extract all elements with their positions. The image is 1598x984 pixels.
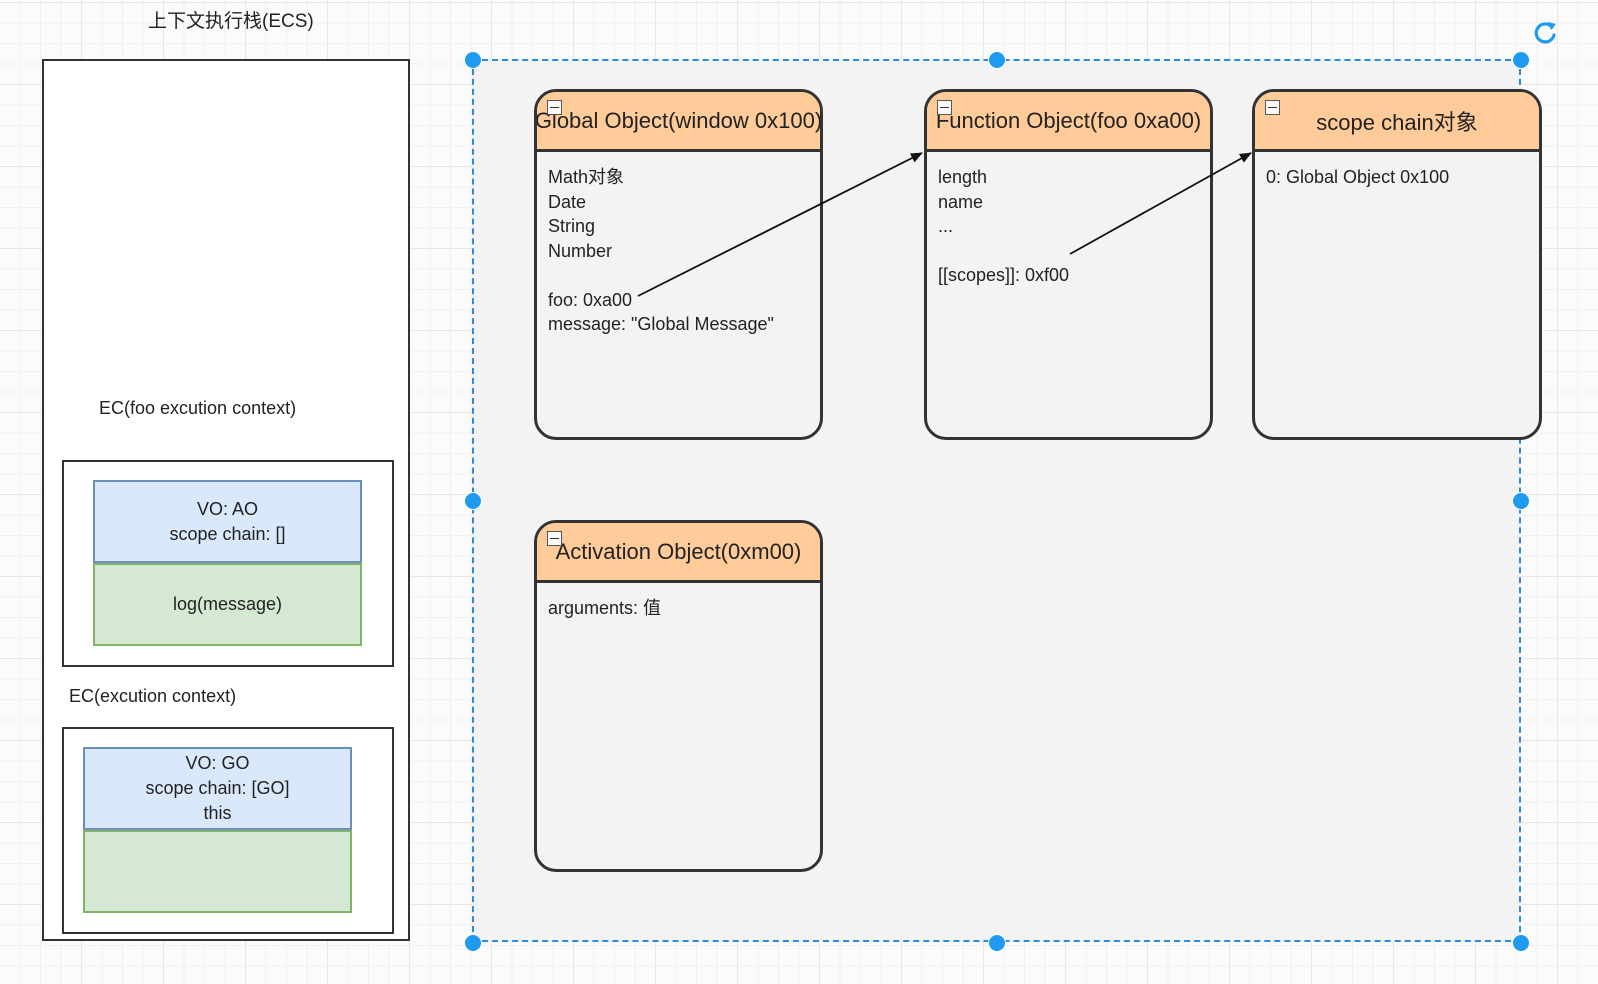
resize-handle-left[interactable]: [464, 492, 482, 510]
function-object-line: [[scopes]]: 0xf00: [938, 265, 1070, 285]
global-object-line: String: [548, 216, 596, 236]
function-object-line: ...: [938, 216, 954, 236]
activation-object-line: arguments: 值: [548, 598, 662, 618]
global-this-line: this: [203, 803, 232, 823]
scopes-reference-arrow[interactable]: [1069, 152, 1252, 255]
foo-vo-line: VO: AO: [196, 498, 259, 519]
resize-handle-top-left[interactable]: [464, 51, 482, 69]
minus-square-icon[interactable]: [547, 531, 562, 546]
global-object-line: Math对象: [548, 167, 625, 187]
resize-handle-top-right[interactable]: [1512, 51, 1530, 69]
scope-chain-object-title: scope chain对象: [1316, 109, 1478, 135]
activation-object-title: Activation Object(0xm00): [555, 538, 802, 564]
global-object-body: Math对象 Date String Number foo: 0xa00 mes…: [537, 152, 820, 337]
activation-object-body: arguments: 值: [537, 583, 820, 621]
function-object-node[interactable]: Function Object(foo 0xa00) length name .…: [924, 89, 1213, 440]
scope-chain-object-line: 0: Global Object 0x100: [1266, 167, 1450, 187]
resize-handle-bottom-left[interactable]: [464, 934, 482, 952]
foo-vo-block[interactable]: VO: AO scope chain: []: [93, 480, 362, 563]
global-code-block[interactable]: [83, 830, 352, 913]
ecs-title: 上下文执行栈(ECS): [148, 11, 314, 32]
global-vo-line: VO: GO: [185, 753, 250, 773]
function-object-title: Function Object(foo 0xa00): [935, 107, 1202, 133]
foo-code-text: log(message): [172, 594, 283, 614]
foo-ec-label: EC(foo excution context): [99, 398, 297, 418]
global-object-line: Number: [548, 240, 613, 261]
function-object-line: name: [938, 191, 984, 212]
activation-object-header[interactable]: Activation Object(0xm00): [537, 523, 820, 583]
function-object-line: length: [938, 167, 988, 187]
global-vo-block[interactable]: VO: GO scope chain: [GO] this: [83, 747, 352, 830]
refresh-icon[interactable]: [1530, 18, 1560, 48]
minus-square-icon[interactable]: [547, 100, 562, 115]
resize-handle-right[interactable]: [1512, 492, 1530, 510]
scope-chain-object-node[interactable]: scope chain对象 0: Global Object 0x100: [1252, 89, 1542, 440]
foo-code-block[interactable]: log(message): [93, 563, 362, 646]
global-object-header[interactable]: Global Object(window 0x100): [537, 92, 820, 152]
global-object-node[interactable]: Global Object(window 0x100) Math对象 Date …: [534, 89, 823, 440]
scope-chain-object-body: 0: Global Object 0x100: [1255, 152, 1539, 190]
scope-chain-object-header[interactable]: scope chain对象: [1255, 92, 1539, 152]
global-object-title: Global Object(window 0x100): [534, 107, 823, 133]
function-object-header[interactable]: Function Object(foo 0xa00): [927, 92, 1210, 152]
global-object-line: Date: [548, 191, 587, 212]
resize-handle-bottom[interactable]: [988, 934, 1006, 952]
function-object-body: length name ... [[scopes]]: 0xf00: [927, 152, 1210, 288]
global-object-line: message: "Global Message": [548, 314, 774, 334]
resize-handle-bottom-right[interactable]: [1512, 934, 1530, 952]
global-ec-label: EC(excution context): [69, 686, 237, 706]
global-object-line: foo: 0xa00: [548, 289, 633, 310]
resize-handle-top[interactable]: [988, 51, 1006, 69]
minus-square-icon[interactable]: [1265, 100, 1280, 115]
activation-object-node[interactable]: Activation Object(0xm00) arguments: 值: [534, 520, 823, 872]
global-scope-chain-line: scope chain: [GO]: [145, 778, 290, 798]
foo-scope-chain-line: scope chain: []: [169, 523, 286, 544]
foo-reference-arrow[interactable]: [637, 152, 923, 297]
minus-square-icon[interactable]: [937, 100, 952, 115]
